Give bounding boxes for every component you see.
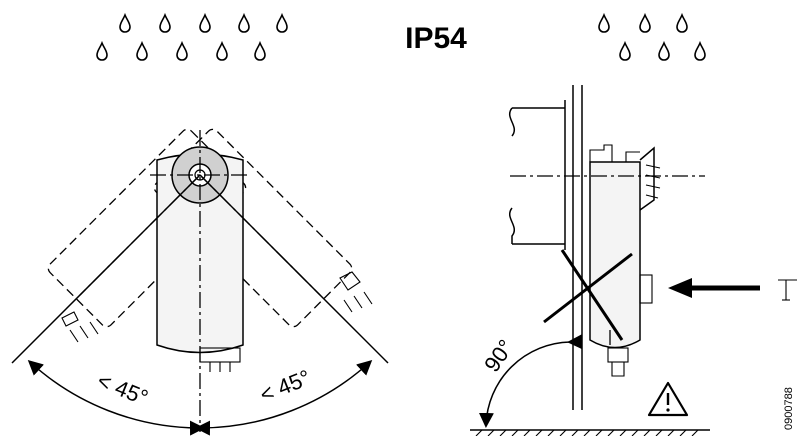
angle-label-right: < 45° xyxy=(256,365,314,408)
left-view: < 45° < 45° xyxy=(11,128,389,436)
drawing-code: 0900788 xyxy=(783,387,795,430)
water-drop-icon xyxy=(694,42,706,61)
tilted-connector-left xyxy=(61,311,99,343)
angle-arc-left xyxy=(27,359,211,436)
water-drop-icon xyxy=(176,42,188,61)
water-drop-icon xyxy=(639,14,651,33)
water-drop-icon xyxy=(119,14,131,33)
water-drop-icon xyxy=(159,14,171,33)
warning-triangle-icon xyxy=(647,381,689,417)
water-drop-icon xyxy=(96,42,108,61)
water-drop-icon xyxy=(658,42,670,61)
angle-arc-right xyxy=(189,359,373,436)
water-drop-icon xyxy=(254,42,266,61)
water-drop-icon xyxy=(199,14,211,33)
limit-line-right xyxy=(199,174,389,364)
angle-label-90: 90° xyxy=(479,335,519,377)
cross-line-2 xyxy=(543,252,633,324)
water-drop-icon xyxy=(238,14,250,33)
water-drops-left xyxy=(96,14,288,61)
water-drop-icon xyxy=(136,42,148,61)
limit-line-left xyxy=(11,174,201,364)
water-drop-icon xyxy=(598,14,610,33)
tilted-connector-right xyxy=(339,271,373,313)
angle-label-left: < 45° xyxy=(94,368,152,411)
water-drops-right xyxy=(598,14,706,61)
protection-class-title: IP54 xyxy=(405,22,467,55)
water-drop-icon xyxy=(619,42,631,61)
floor-hatching xyxy=(475,429,699,436)
angle-arc-90 xyxy=(478,334,583,428)
arrow-left-icon xyxy=(668,278,760,298)
duct xyxy=(509,100,566,250)
cross-line-1 xyxy=(560,249,624,341)
accessory-partial xyxy=(778,279,797,301)
water-drop-icon xyxy=(676,14,688,33)
water-drop-icon xyxy=(276,14,288,33)
right-view: 90° xyxy=(470,85,797,436)
water-drop-icon xyxy=(216,42,228,61)
actuator-body-side xyxy=(589,144,661,377)
